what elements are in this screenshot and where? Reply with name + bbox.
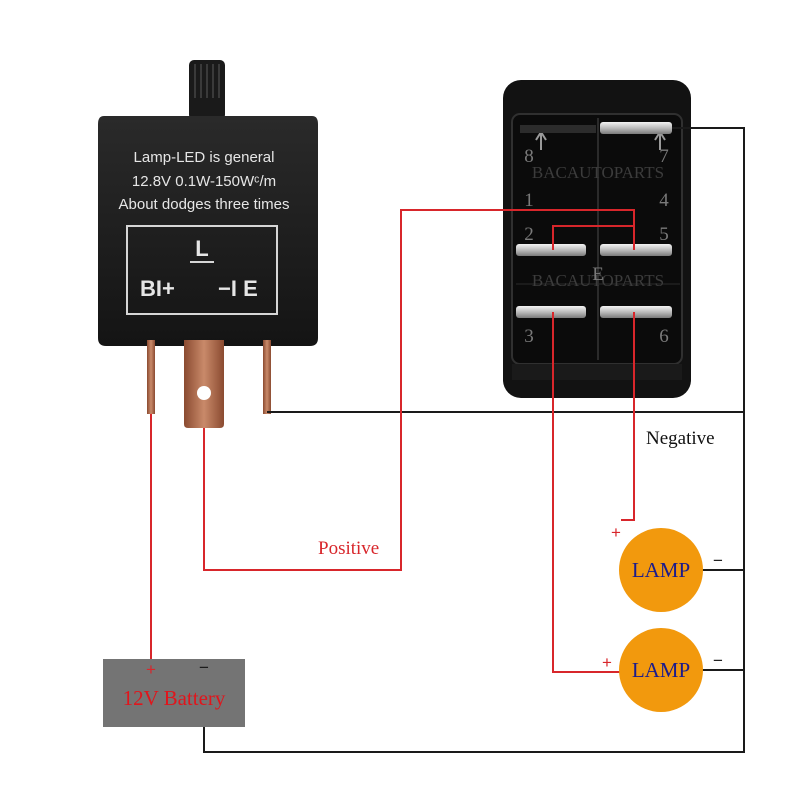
switch-center-mark: E (592, 264, 604, 285)
relay-spec-line-2: 12.8V 0.1W-150Wᶜ/m (132, 173, 276, 190)
relay-spec-line-1: Lamp-LED is general (134, 149, 275, 166)
lamp-2-bulb (619, 628, 703, 712)
relay-terminal-e: −I E (218, 276, 258, 301)
positive-wire-relay-to-switch (203, 209, 635, 571)
switch-pin-2: 2 (524, 224, 534, 245)
switch-pin-4: 4 (659, 190, 669, 211)
battery-plus: + (146, 660, 156, 679)
relay-body (98, 116, 318, 346)
positive-wire-to-lamp1 (621, 312, 635, 521)
switch-pin-6: 6 (659, 326, 669, 347)
relay-pin-right (263, 340, 271, 414)
relay-pin-center (184, 340, 224, 428)
positive-wire-switch2-jumper (552, 225, 634, 250)
lamp-2: LAMP + − (602, 628, 723, 712)
switch-watermark-bottom: BACAUTOPARTS (532, 271, 664, 290)
relay-pin-left (147, 340, 155, 414)
relay-terminal-l: L (195, 236, 208, 261)
switch-terminal-3 (516, 306, 586, 318)
positive-wires (150, 209, 635, 673)
negative-wire-switch-to-bus (203, 127, 745, 753)
switch-terminal-2 (516, 244, 586, 256)
positive-label: Positive (318, 538, 379, 559)
lamp-1-minus: − (713, 551, 723, 570)
switch-pin-3: 3 (524, 326, 534, 347)
positive-wire-to-lamp2 (552, 312, 620, 673)
relay-spec-line-3: About dodges three times (119, 196, 290, 213)
negative-wires (203, 127, 745, 753)
switch-terminal-6 (600, 306, 672, 318)
switch-pin-5: 5 (659, 224, 669, 245)
battery-minus: − (199, 658, 209, 677)
lamp-2-label: LAMP (632, 658, 690, 682)
switch-terminal-5 (600, 244, 672, 256)
lamp-1: LAMP + − (611, 523, 723, 612)
lamp-1-bulb (619, 528, 703, 612)
flasher-relay: Lamp-LED is general 12.8V 0.1W-150Wᶜ/m A… (98, 60, 318, 428)
lamp-1-label: LAMP (632, 558, 690, 582)
lamp-2-minus: − (713, 651, 723, 670)
switch-pin-7: 7 (659, 146, 669, 167)
battery-label: 12V Battery (123, 686, 226, 710)
relay-terminal-b: BI+ (140, 276, 175, 301)
switch-watermark-top: BACAUTOPARTS (532, 163, 664, 182)
negative-label: Negative (646, 428, 715, 449)
lamp-1-plus: + (611, 523, 621, 542)
rocker-switch: BACAUTOPARTS BACAUTOPARTS E 1 2 3 4 5 6 … (503, 80, 691, 398)
switch-terminal-7 (600, 122, 672, 134)
lamp-2-plus: + (602, 653, 612, 672)
switch-pin-8: 8 (524, 146, 534, 167)
switch-pin-1: 1 (524, 190, 534, 211)
battery: 12V Battery + − (103, 658, 245, 727)
relay-terminal-box (126, 225, 278, 315)
battery-body (103, 659, 245, 727)
